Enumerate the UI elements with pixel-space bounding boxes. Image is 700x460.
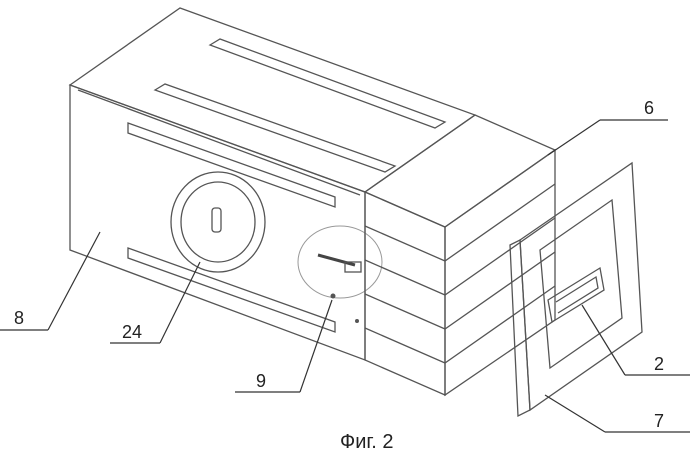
lid-edge — [509, 238, 531, 418]
top-rails — [153, 38, 447, 173]
latch — [297, 225, 383, 323]
label-lid: 7 — [654, 411, 664, 431]
label-basket: 6 — [644, 98, 654, 118]
box-top-face — [68, 7, 477, 193]
basket-side — [444, 148, 556, 397]
label-box-body: 8 — [14, 308, 24, 328]
lid-handle — [547, 266, 605, 324]
basket-top — [363, 114, 557, 228]
lid — [509, 161, 643, 418]
figure-caption: Фиг. 2 — [340, 431, 393, 453]
leader-lines — [0, 119, 690, 433]
box-front-face — [69, 84, 366, 361]
label-latch: 9 — [256, 371, 266, 391]
lid-face — [519, 161, 643, 412]
front-rails — [127, 122, 336, 333]
box-body — [68, 7, 477, 361]
label-dial: 24 — [122, 322, 142, 342]
label-handle: 2 — [654, 354, 664, 374]
basket-front — [364, 191, 446, 396]
dial — [170, 171, 266, 273]
